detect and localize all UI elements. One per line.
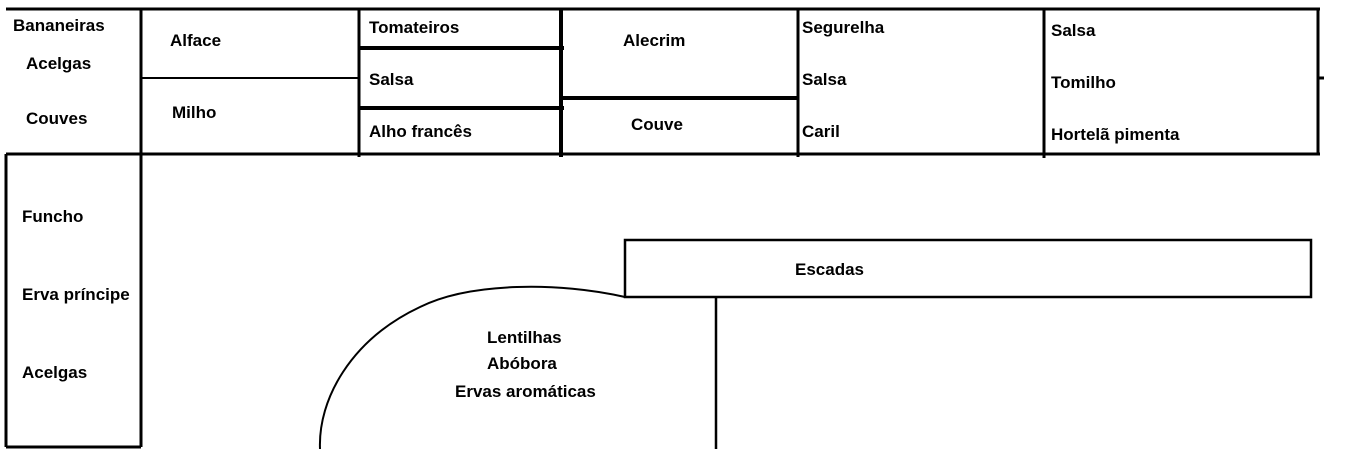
bed-5-item: Caril [802, 122, 840, 141]
bed-5-item: Salsa [802, 70, 847, 89]
stairs-box [623, 238, 1313, 299]
bed-5-item: Segurelha [802, 18, 885, 37]
stairs-label: Escadas [795, 260, 864, 279]
bed-6-item: Tomilho [1051, 73, 1116, 92]
round-bed-item: Lentilhas [487, 328, 562, 347]
bed-6-item: Hortelã pimenta [1051, 125, 1180, 144]
bed-3-item: Salsa [369, 70, 414, 89]
round-bed-item: Ervas aromáticas [455, 382, 596, 401]
bed-6-item: Salsa [1051, 21, 1096, 40]
round-bed-arc [318, 285, 626, 449]
bed-2-item: Milho [172, 103, 217, 122]
left-bed-item: Acelgas [22, 363, 88, 382]
bed-1-item: Couves [26, 109, 88, 128]
left-bed-item: Erva príncipe [22, 285, 130, 304]
bed-3-item: Alho francês [369, 122, 472, 141]
bed-3-item: Tomateiros [369, 18, 460, 37]
bed-1-item: Bananeiras [13, 16, 105, 35]
bed-1-item: Acelgas [26, 54, 92, 73]
bed-4-item: Alecrim [623, 31, 686, 50]
bed-4-item: Couve [631, 115, 683, 134]
left-bed-item: Funcho [22, 207, 84, 226]
round-bed-item: Abóbora [487, 354, 557, 373]
bed-2-item: Alface [170, 31, 222, 50]
